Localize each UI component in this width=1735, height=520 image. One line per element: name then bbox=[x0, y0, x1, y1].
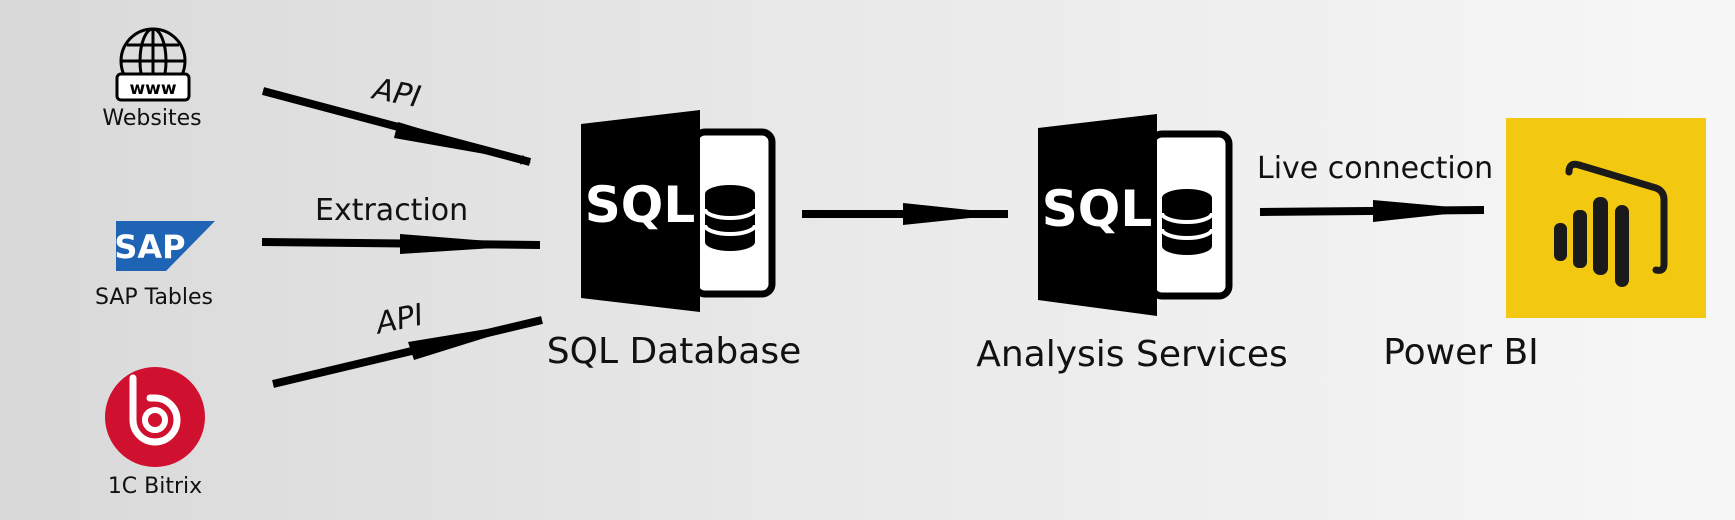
arrowhead-ssas-to-pbi bbox=[1373, 200, 1484, 222]
edge-label-live-connection: Live connection bbox=[1257, 151, 1494, 186]
database-cylinder-icon bbox=[1160, 189, 1214, 255]
globe-www-icon: www bbox=[115, 27, 191, 102]
sql-icon-text: SQL bbox=[1042, 180, 1152, 238]
arrowhead-sap bbox=[400, 234, 540, 254]
sql-server-icon: SQL bbox=[1038, 114, 1233, 316]
bitrix-logo bbox=[105, 367, 205, 467]
sap-tables-label: SAP Tables bbox=[94, 285, 214, 310]
arrowhead-bitrix bbox=[408, 320, 542, 360]
sql-database-label: SQL Database bbox=[546, 331, 802, 372]
sql-server-icon: SQL bbox=[581, 110, 776, 312]
database-cylinder-icon bbox=[703, 185, 757, 251]
bitrix-label: 1C Bitrix bbox=[107, 474, 203, 499]
power-bi-bars-icon bbox=[1554, 160, 1668, 287]
arrowhead-sql-to-ssas bbox=[903, 203, 1008, 225]
sap-logo-text: SAP bbox=[114, 228, 185, 266]
edge-label-sap-extraction: Extraction bbox=[315, 193, 469, 228]
power-bi-icon bbox=[1506, 118, 1706, 318]
sap-logo: SAP bbox=[114, 221, 215, 271]
analysis-services-label: Analysis Services bbox=[976, 334, 1288, 375]
power-bi-label: Power BI bbox=[1383, 332, 1539, 373]
arrowhead-websites bbox=[394, 122, 530, 162]
sql-icon-text: SQL bbox=[585, 176, 695, 234]
svg-text:www: www bbox=[129, 79, 176, 99]
websites-label: Websites bbox=[102, 106, 202, 131]
